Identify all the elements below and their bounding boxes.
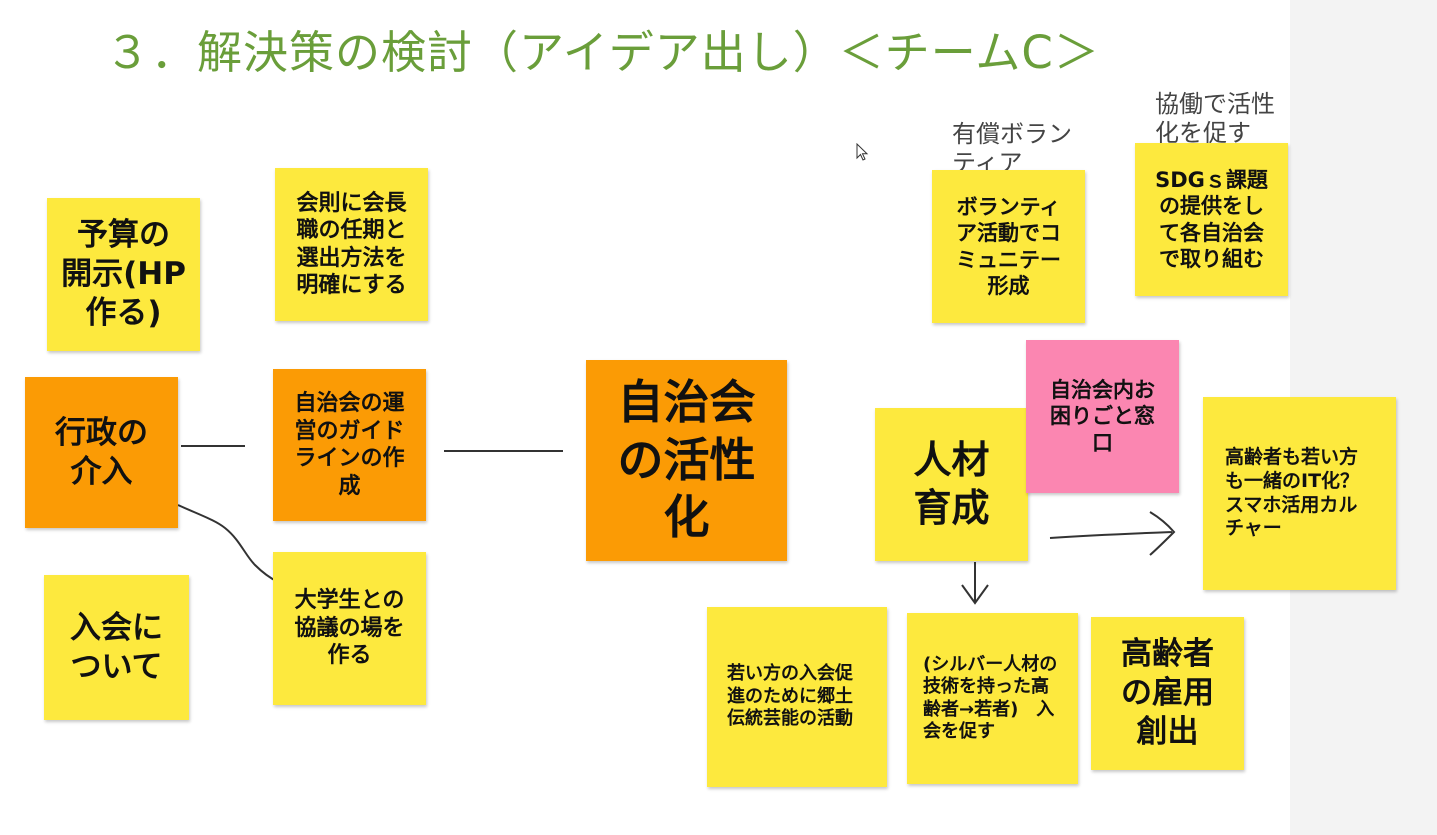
sticky-note-rules[interactable]: 会則に会長 職の任期と 選出方法を 明確にする	[275, 168, 428, 321]
arrow-hr-down	[961, 562, 989, 605]
annotation-cooperation: 協働で活性化を促す	[1155, 90, 1275, 147]
sticky-note-guideline[interactable]: 自治会の運 営のガイド ラインの作 成	[273, 369, 426, 521]
sticky-note-center[interactable]: 自治会 の活性 化	[586, 360, 787, 561]
sticky-note-budget[interactable]: 予算の 開示(HP 作る)	[47, 198, 200, 351]
sticky-note-help-desk[interactable]: 自治会内お 困りごと窓 口	[1026, 340, 1179, 493]
sticky-note-it[interactable]: 高齢者も若い方 も一緒のIT化？ スマホ活用カル チャー	[1203, 397, 1396, 590]
sticky-note-admin[interactable]: 行政の 介入	[25, 377, 178, 528]
annotation-paid-volunteer: 有償ボランティア	[952, 120, 1072, 177]
sticky-note-hr[interactable]: 人材 育成	[875, 408, 1028, 561]
sticky-note-silver[interactable]: (シルバー人材の 技術を持った高 齢者→若者) 入 会を促す	[907, 613, 1078, 784]
sticky-note-sdgs[interactable]: SDGｓ課題 の提供をし て各自治会 で取り組む	[1135, 143, 1288, 296]
line-admin-students	[177, 504, 279, 583]
mouse-cursor-icon	[856, 143, 869, 161]
sticky-note-young[interactable]: 若い方の入会促 進のために郷土 伝統芸能の活動	[707, 607, 887, 787]
sticky-note-join[interactable]: 入会に ついて	[44, 575, 189, 720]
page-title: ３．解決策の検討（アイデア出し）＜チームC＞	[105, 26, 1100, 79]
arrow-hr-it	[1049, 511, 1176, 556]
sticky-note-volunteer[interactable]: ボランティ ア活動でコ ミュニテー 形成	[932, 170, 1085, 323]
sticky-note-students[interactable]: 大学生との 協議の場を 作る	[273, 552, 426, 705]
sticky-note-elderly[interactable]: 高齢者 の雇用 創出	[1091, 617, 1244, 770]
